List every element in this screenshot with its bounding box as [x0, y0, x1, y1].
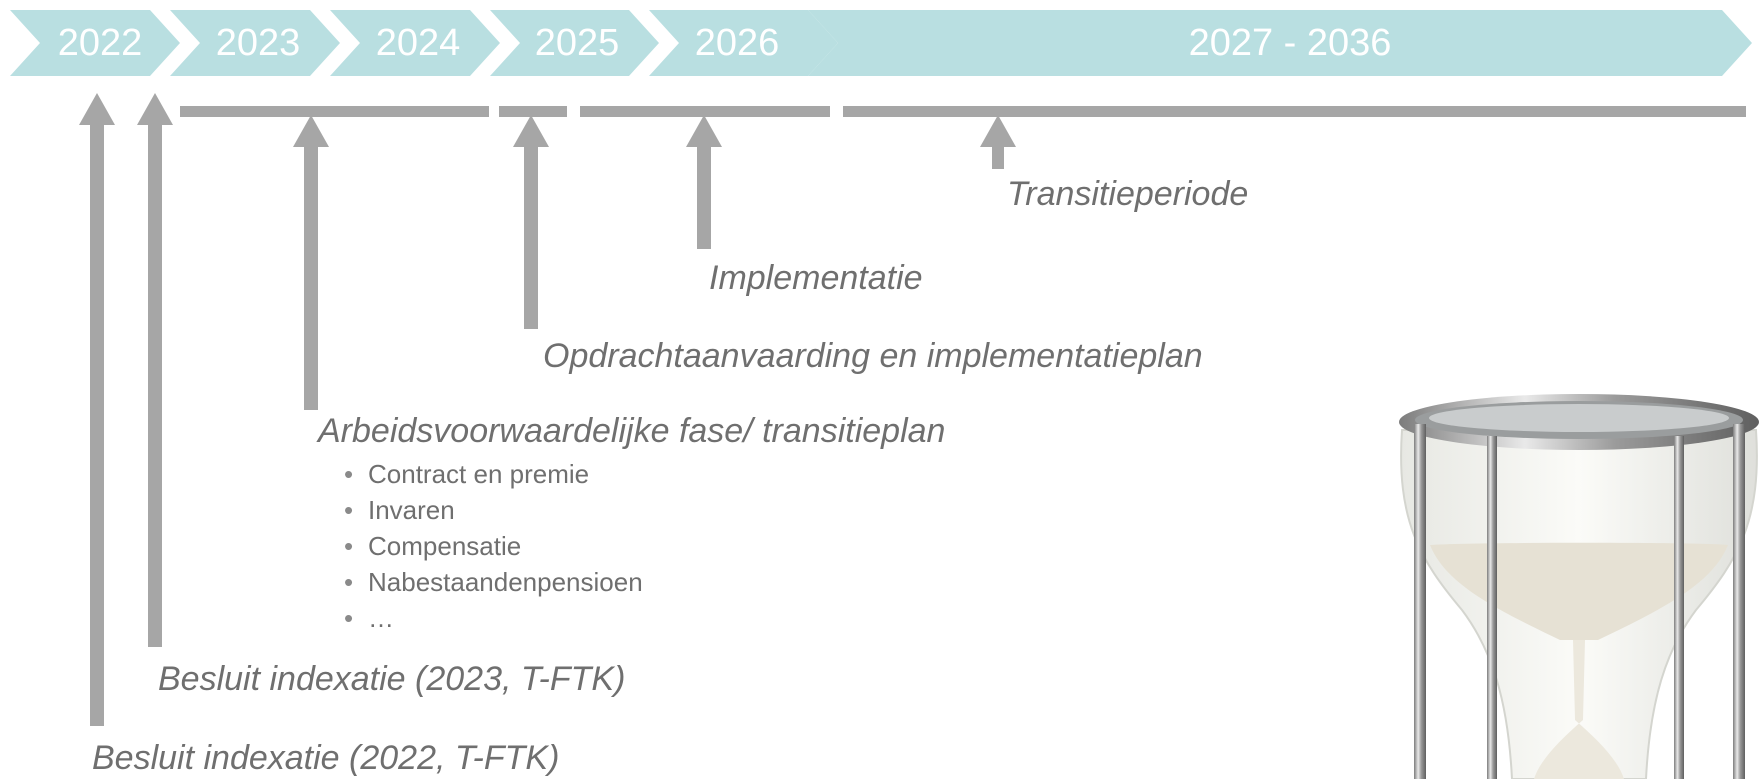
chevron-2022	[10, 10, 180, 76]
list-item: Contract en premie	[344, 456, 643, 492]
chevron-2023	[170, 10, 340, 76]
period-bar-implementatie	[580, 106, 830, 117]
arrow-arbeidsvoorwaardelijk	[293, 115, 329, 410]
chevron-2024	[330, 10, 500, 76]
list-item: …	[344, 600, 643, 636]
label-implementatie: Implementatie	[709, 259, 923, 297]
year-label-2022: 2022	[58, 22, 143, 64]
label-opdrachtaanvaarding: Opdrachtaanvaarding en implementatieplan	[543, 337, 1203, 375]
list-item: Compensatie	[344, 528, 643, 564]
milestone-arrows	[79, 93, 1016, 726]
year-label-2027-2036: 2027 - 2036	[1189, 22, 1392, 64]
year-label-2023: 2023	[216, 22, 301, 64]
label-besluit-2023: Besluit indexatie (2023, T-FTK)	[158, 660, 626, 698]
label-transitieperiode: Transitieperiode	[1007, 175, 1249, 213]
year-label-2024: 2024	[376, 22, 461, 64]
chevron-2025	[490, 10, 659, 76]
chevron-2026	[649, 10, 838, 76]
label-arbeidsvoorwaardelijk: Arbeidsvoorwaardelijke fase/ transitiepl…	[318, 412, 946, 450]
year-band: 2022 2023 2024 2025 2026 2027 - 2036	[10, 10, 1752, 76]
arrow-opdrachtaanvaarding	[513, 115, 549, 329]
label-besluit-2022: Besluit indexatie (2022, T-FTK)	[92, 739, 560, 777]
arrow-transitieperiode	[980, 115, 1016, 169]
year-label-2025: 2025	[535, 22, 620, 64]
period-bar-arbeidsvoorwaardelijk	[180, 106, 489, 117]
arrow-besluit-2022	[79, 93, 115, 726]
year-label-2026: 2026	[695, 22, 780, 64]
arrow-besluit-2023	[137, 93, 173, 647]
list-item: Nabestaandenpensioen	[344, 564, 643, 600]
hourglass-icon	[1399, 394, 1759, 779]
period-bars	[180, 106, 1746, 117]
topic-list: Contract en premie Invaren Compensatie N…	[344, 456, 643, 636]
list-item: Invaren	[344, 492, 643, 528]
chevron-2027-2036	[808, 10, 1752, 76]
period-bar-transitieperiode	[843, 106, 1746, 117]
arrow-implementatie	[686, 115, 722, 249]
period-bar-opdrachtaanvaarding	[499, 106, 567, 117]
